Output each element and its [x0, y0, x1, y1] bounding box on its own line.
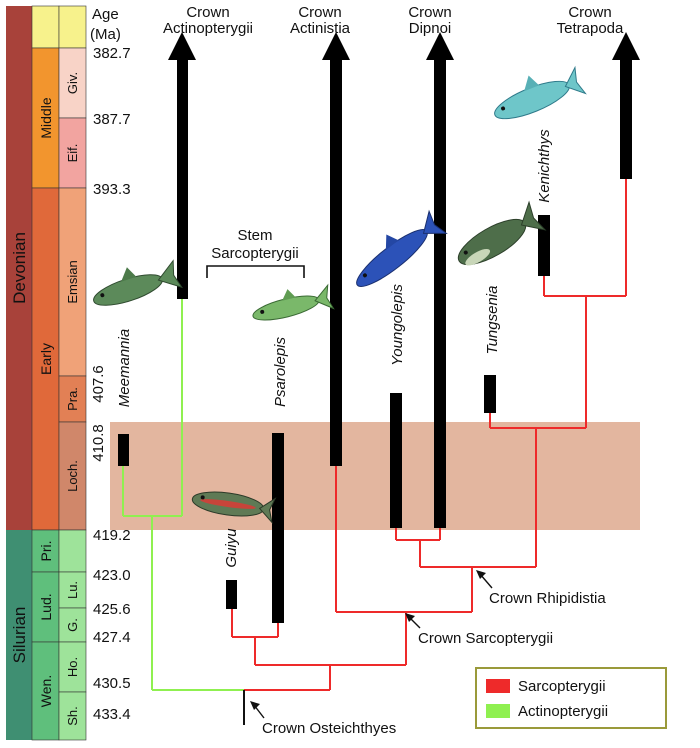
taxon-label-psarolepis: Psarolepis [272, 336, 289, 407]
age-tick-387-7: 387.7 [93, 111, 131, 128]
age-tick-410-8: 410.8 [90, 424, 107, 462]
crown-actinopterygii-label-1: Crown [186, 4, 229, 21]
period-label-devonian: Devonian [10, 232, 29, 304]
kenichthys-range-bar [538, 215, 550, 276]
legend-swatch-sarcopterygii [486, 679, 510, 693]
stem-sarcopterygii-label-1: Stem [237, 227, 272, 244]
youngolepis-range-bar [390, 393, 402, 528]
period-devonian-bar [6, 6, 32, 530]
node-label-crown-rhipidistia: Crown Rhipidistia [489, 590, 606, 607]
meemannia-range-bar [118, 434, 129, 466]
age-tick-430-5: 430.5 [93, 675, 131, 692]
period-label-silurian: Silurian [10, 607, 29, 664]
stem-sarcopterygii-bracket [206, 265, 305, 278]
crown-dipnoi-label-2: Dipnoi [409, 20, 452, 37]
guiyu-range-bar [226, 580, 237, 609]
tungsenia-range-bar [484, 375, 496, 413]
youngolepis-fish-icon [356, 209, 448, 287]
crown-actinistia-label-1: Crown [298, 4, 341, 21]
age-tick-407-6: 407.6 [90, 365, 107, 403]
taxon-label-kenichthys: Kenichthys [536, 129, 553, 203]
stage-label-giv: Giv. [65, 72, 80, 94]
taxon-label-guiyu: Guiyu [223, 528, 240, 568]
epoch-label-wen: Wen. [38, 675, 54, 707]
crown-tetrapoda-label-1: Crown [568, 4, 611, 21]
crown-actinopterygii-label-2: Actinopterygii [163, 20, 253, 37]
psarolepis-range-bar [272, 433, 284, 623]
epoch-label-middle: Middle [38, 97, 54, 138]
tungsenia-fish-icon [457, 200, 547, 266]
epoch-label-pri: Pri. [38, 541, 54, 562]
crown-dipnoi-label-1: Crown [408, 4, 451, 21]
stage-label-sh: Sh. [65, 706, 80, 726]
stage-sh-cell [58, 691, 87, 741]
age-tick-393-3: 393.3 [93, 181, 131, 198]
taxon-label-meemannia: Meemannia [116, 329, 133, 407]
top-stage-cell [58, 5, 87, 49]
taxon-label-youngolepis: Youngolepis [389, 284, 406, 366]
stage-label-ho: Ho. [65, 657, 80, 677]
epoch-wen-cell [31, 641, 60, 741]
stage-lu-cell [58, 571, 87, 609]
crown-actinistia-label-2: Actinistia [290, 20, 351, 37]
age-header-line2: (Ma) [90, 26, 121, 43]
psarolepis-fish-icon [252, 283, 335, 321]
stage-loch-cell [58, 421, 87, 531]
legend-label-sarcopterygii: Sarcopterygii [518, 678, 606, 695]
kenichthys-fish-icon [494, 65, 587, 120]
epoch-label-lud: Lud. [38, 593, 54, 620]
age-tick-382-7: 382.7 [93, 45, 131, 62]
meemannia-fish-icon [93, 259, 183, 306]
guiyu-fish-icon [191, 491, 277, 524]
legend-label-actinopterygii: Actinopterygii [518, 703, 608, 720]
sarcopterygii-pointer-head [405, 613, 415, 622]
age-tick-423-0: 423.0 [93, 567, 131, 584]
node-label-crown-sarcopterygii: Crown Sarcopterygii [418, 630, 553, 647]
crown-actinistia-arrow [322, 32, 350, 466]
crown-tetrapoda-label-2: Tetrapoda [557, 20, 624, 37]
stage-eif-cell [58, 117, 87, 189]
crown-tetrapoda-arrow [612, 32, 640, 179]
age-tick-419-2: 419.2 [93, 527, 131, 544]
stage-label-emsian: Emsian [65, 260, 80, 303]
epoch-label-early: Early [38, 343, 54, 375]
stem-sarcopterygii-label-2: Sarcopterygii [211, 245, 299, 262]
stage-label-loch: Loch. [65, 460, 80, 492]
node-label-crown-osteichthyes: Crown Osteichthyes [262, 720, 396, 737]
age-tick-427-4: 427.4 [93, 629, 131, 646]
stage-ho-cell [58, 641, 87, 693]
stage-label-pra: Pra. [65, 387, 80, 411]
age-tick-425-6: 425.6 [93, 601, 131, 618]
osteichthyes-pointer-head [250, 701, 260, 710]
age-header-line1: Age [92, 6, 119, 23]
period-silurian-bar [6, 530, 32, 740]
actinopterygii-branches [122, 298, 244, 691]
epoch-lud-cell [31, 571, 60, 643]
rhipidistia-pointer-head [476, 570, 486, 579]
stage-label-g: G. [65, 618, 80, 632]
age-tick-433-4: 433.4 [93, 706, 131, 723]
lochkovian-highlight-band [110, 422, 640, 530]
crown-dipnoi-arrow [426, 32, 454, 528]
stage-label-eif: Eif. [65, 144, 80, 163]
legend-swatch-actinopterygii [486, 704, 510, 718]
stage-g-cell [58, 607, 87, 643]
stage-pri-cell [58, 529, 87, 573]
top-epoch-cell [31, 5, 60, 49]
stage-giv-cell [58, 47, 87, 119]
crown-actinopterygii-arrow [168, 32, 196, 299]
sarcopterygii-branches [231, 178, 627, 691]
stage-label-lu: Lu. [65, 581, 80, 599]
stage-emsian-cell [58, 187, 87, 377]
taxon-label-tungsenia: Tungsenia [484, 286, 501, 355]
